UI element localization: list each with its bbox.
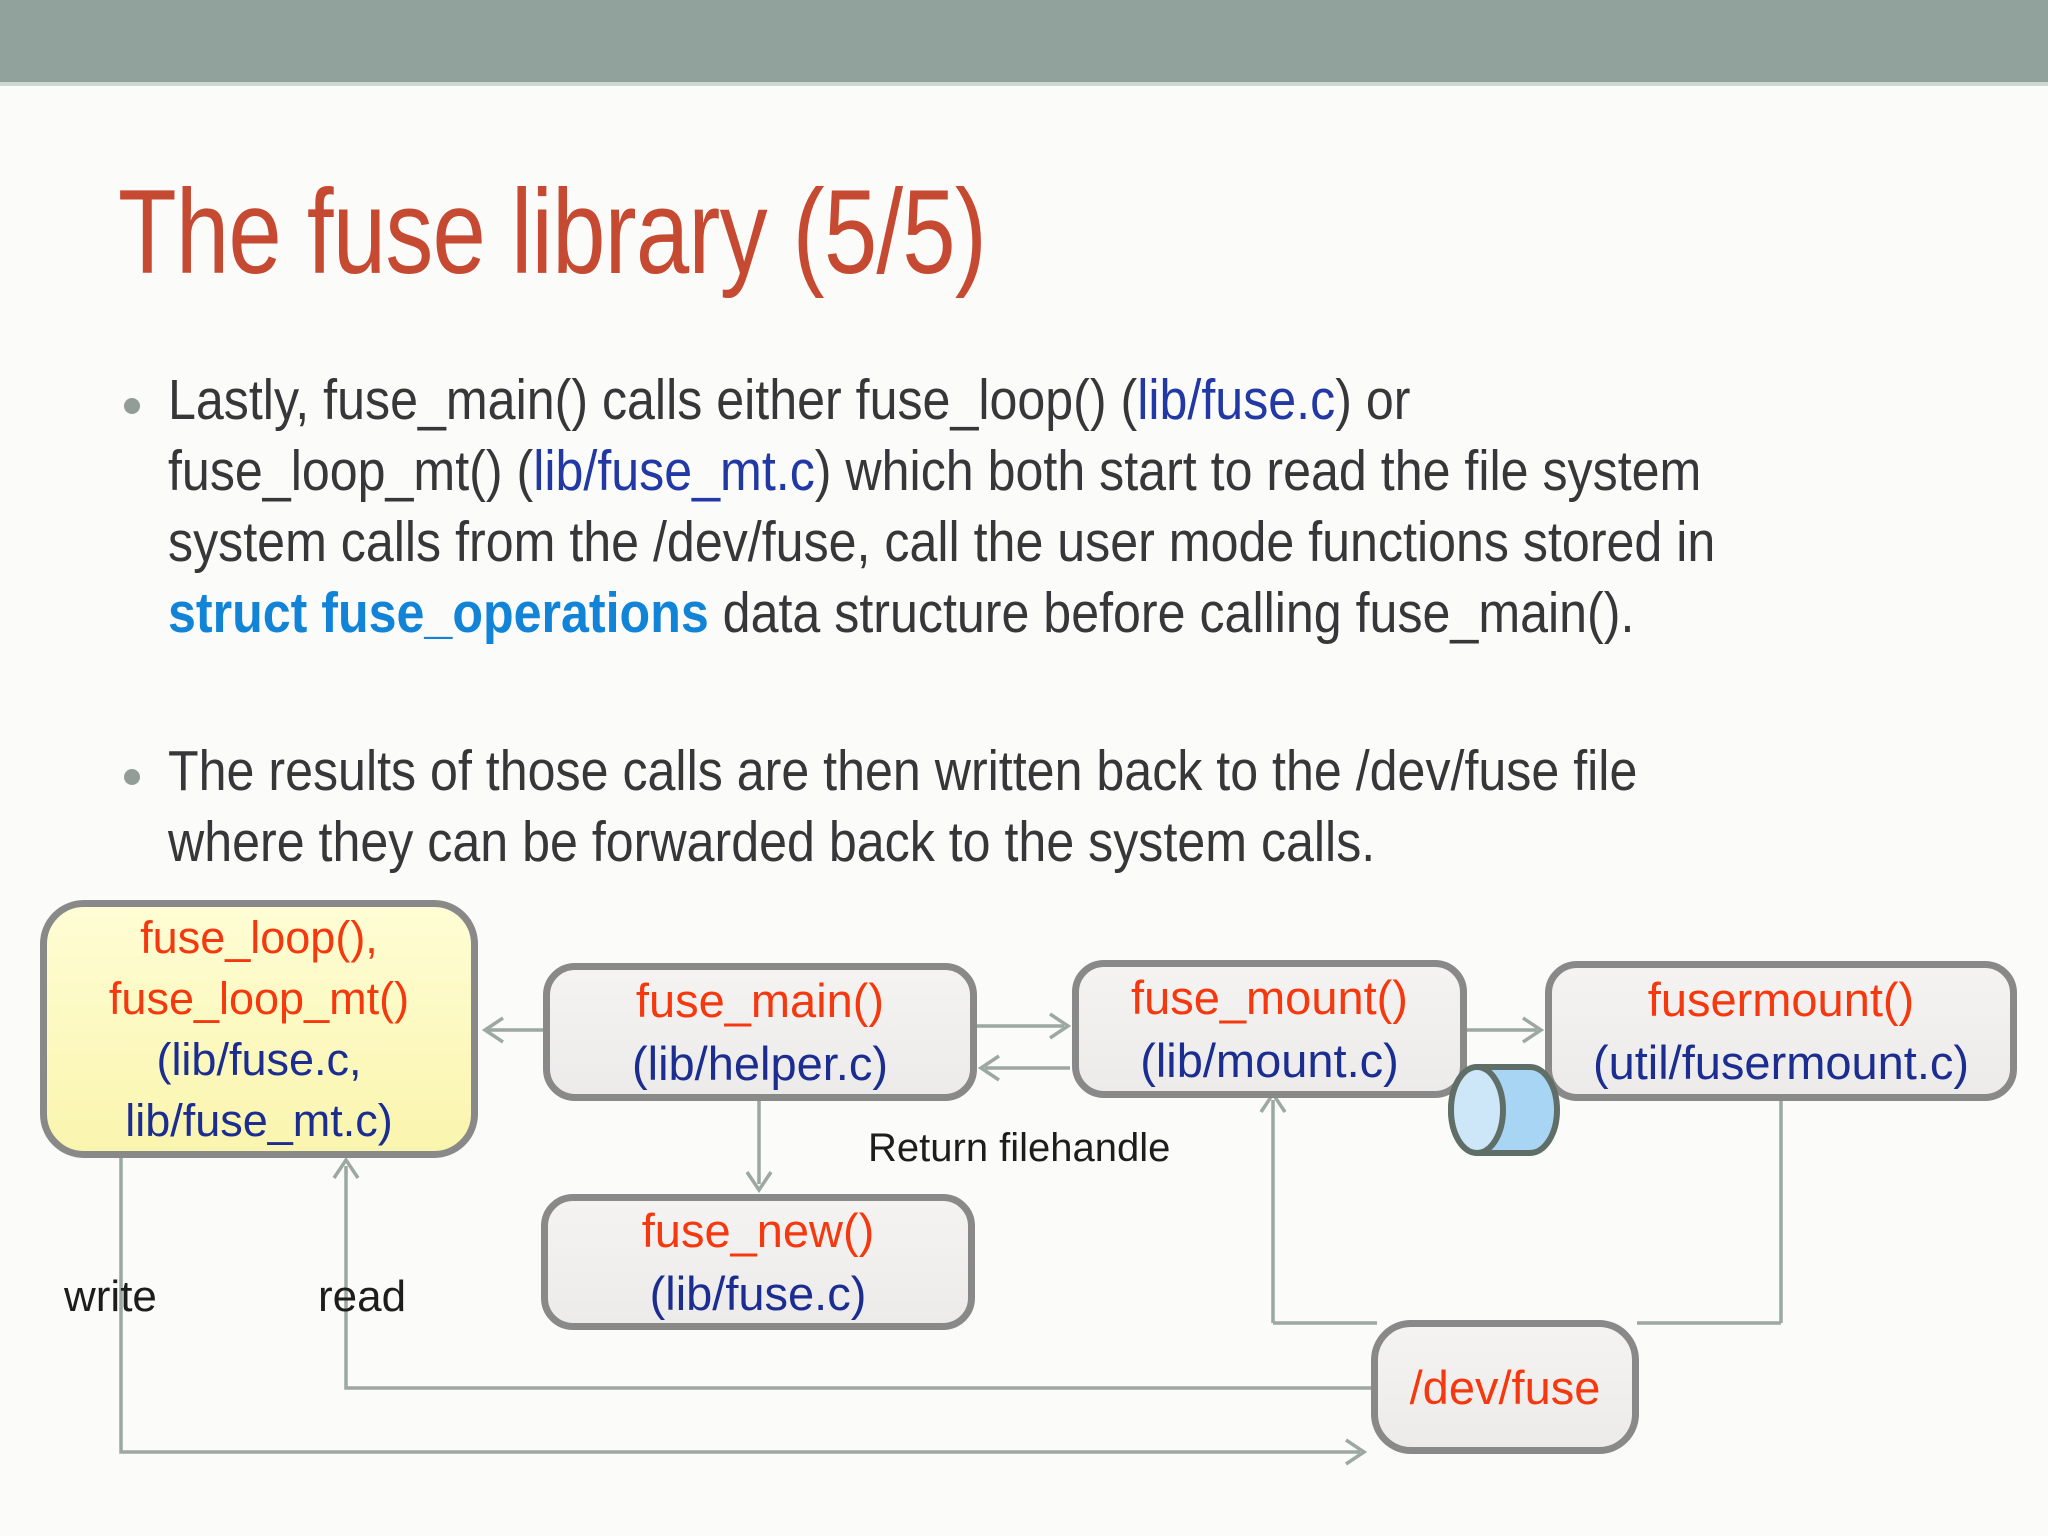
text-segment: lib/fuse.c	[1137, 368, 1336, 432]
node-fusermount: fusermount() (util/fusermount.c)	[1545, 961, 2017, 1101]
node-fuse-loop: fuse_loop(), fuse_loop_mt() (lib/fuse.c, li…	[40, 900, 478, 1158]
text-segment: data structure before calling fuse_main(…	[708, 581, 1635, 645]
node-label-line: lib/fuse_mt.c)	[125, 1095, 393, 1146]
node-label-line: fuse_new()	[641, 1204, 875, 1257]
text-segment: lib/fuse_mt.c	[533, 439, 815, 503]
node-label-line: (lib/helper.c)	[632, 1037, 888, 1090]
node-label-line: fuse_mount()	[1131, 971, 1408, 1024]
text-segment: where they can be forwarded back to the …	[168, 810, 1376, 874]
bullet-line: where they can be forwarded back to the …	[168, 807, 1637, 878]
node-label-line: fusermount()	[1647, 973, 1915, 1026]
text-segment: system calls from the /dev/fuse, call th…	[168, 510, 1716, 574]
node-fuse-main: fuse_main() (lib/helper.c)	[543, 963, 977, 1101]
bullet-line: system calls from the /dev/fuse, call th…	[168, 507, 1715, 578]
node-label-line: (lib/mount.c)	[1140, 1034, 1399, 1087]
bullet-dot-2	[124, 769, 140, 785]
bullet-line: Lastly, fuse_main() calls either fuse_lo…	[168, 365, 1715, 436]
bullet-paragraph-2: The results of those calls are then writ…	[168, 736, 1637, 878]
node-fuse-mount: fuse_mount() (lib/mount.c)	[1072, 960, 1467, 1098]
node-label-line: (lib/fuse.c,	[156, 1034, 362, 1085]
top-band	[0, 0, 2048, 86]
text-segment: fuse_loop_mt() (	[168, 439, 534, 503]
node-label-line: fuse_loop(),	[140, 912, 378, 963]
node-label-line: (lib/fuse.c)	[649, 1267, 867, 1320]
text-segment: ) or	[1335, 368, 1411, 432]
bullet-dot-1	[124, 398, 140, 414]
node-dev-fuse: /dev/fuse	[1371, 1320, 1639, 1454]
node-label-line: fuse_main()	[635, 974, 885, 1027]
label-read: read	[318, 1272, 407, 1321]
bullet-line: struct fuse_operations data structure be…	[168, 578, 1715, 649]
label-write: write	[64, 1272, 157, 1321]
node-fuse-new: fuse_new() (lib/fuse.c)	[541, 1194, 975, 1330]
text-segment: Lastly, fuse_main() calls either fuse_lo…	[168, 368, 1138, 432]
text-segment: ) which both start to read the file syst…	[814, 439, 1702, 503]
bullet-line: fuse_loop_mt() (lib/fuse_mt.c) which bot…	[168, 436, 1715, 507]
node-label-line: fuse_loop_mt()	[108, 973, 410, 1024]
text-segment: The results of those calls are then writ…	[168, 739, 1638, 803]
label-return-filehandle: Return filehandle	[868, 1126, 1171, 1170]
text-segment: struct fuse_operations	[168, 581, 709, 645]
node-label-line: /dev/fuse	[1409, 1360, 1601, 1414]
bullet-line: The results of those calls are then writ…	[168, 736, 1637, 807]
node-label-line: (util/fusermount.c)	[1592, 1036, 1970, 1089]
page-title: The fuse library (5/5)	[118, 165, 987, 299]
bullet-paragraph-1: Lastly, fuse_main() calls either fuse_lo…	[168, 365, 1715, 649]
